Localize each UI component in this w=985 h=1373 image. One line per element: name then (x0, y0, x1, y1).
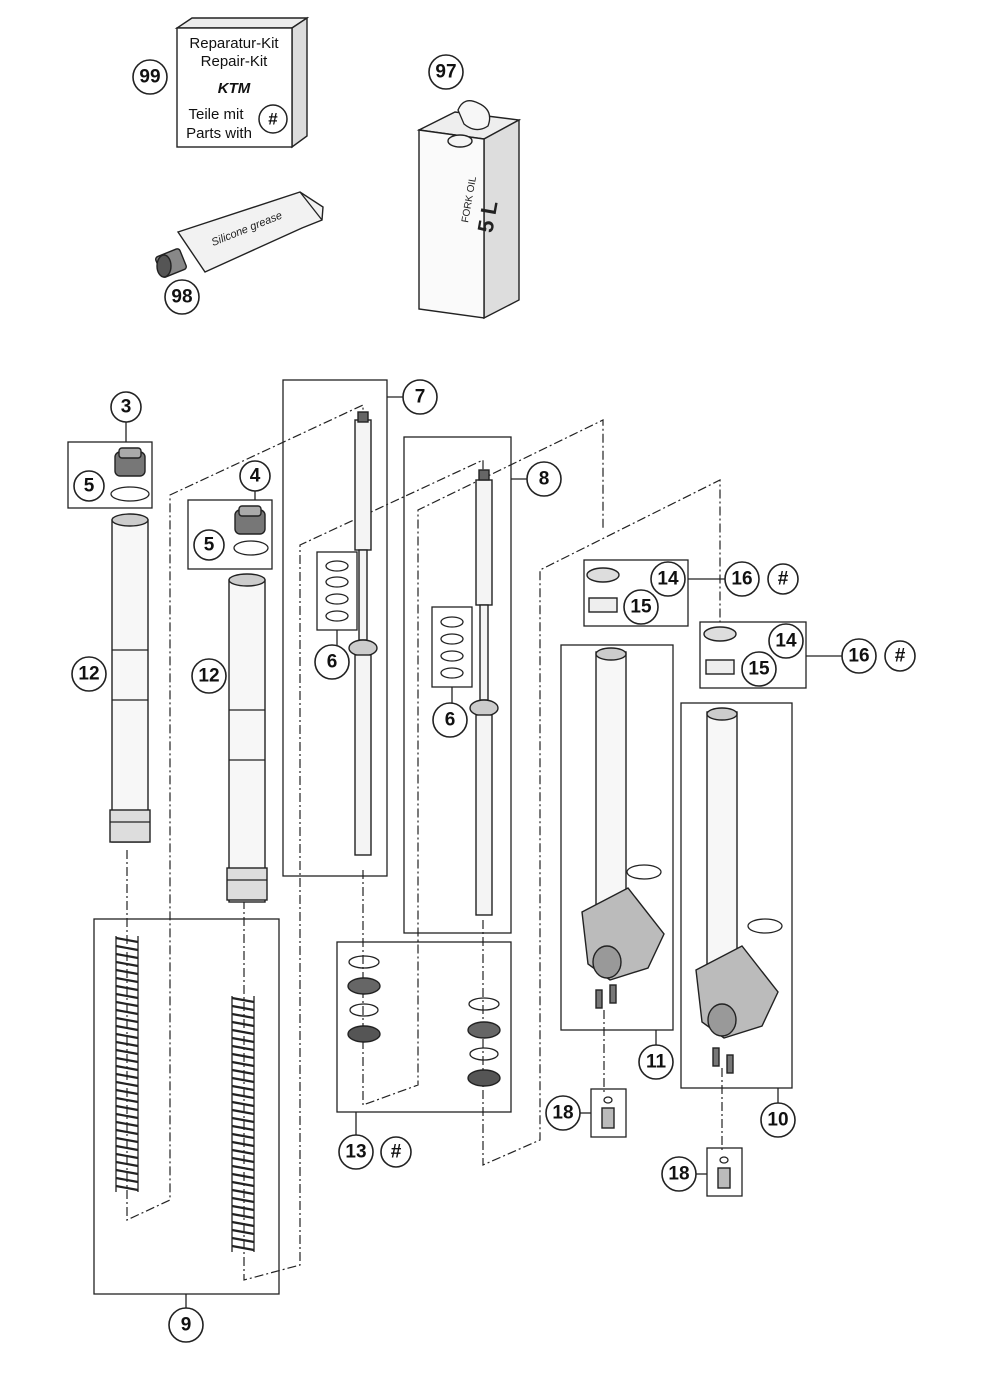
callout-11: 11 (638, 1044, 674, 1080)
kit-line1: Reparatur-Kit (189, 35, 279, 52)
callout-5-b: 5 (193, 529, 225, 561)
springs (115, 936, 255, 1252)
callout-16-b: 16 (841, 638, 877, 674)
fork-caps (110, 447, 269, 556)
leader-lines (125, 396, 842, 1308)
callout-4: 4 (239, 460, 271, 492)
callout-18-a: 18 (545, 1095, 581, 1131)
callout-12-a: 12 (71, 656, 107, 692)
svg-text:98: 98 (171, 287, 192, 308)
callout-16-a-hash: # (767, 563, 799, 595)
callout-8: 8 (526, 461, 562, 497)
svg-text:16: 16 (731, 569, 752, 590)
callout-6-b: 6 (432, 702, 468, 738)
svg-text:4: 4 (250, 466, 261, 487)
svg-text:10: 10 (767, 1110, 788, 1131)
svg-text:6: 6 (445, 710, 456, 731)
callout-18-b: 18 (661, 1156, 697, 1192)
svg-text:11: 11 (646, 1052, 667, 1073)
callout-13-hash: # (380, 1136, 412, 1168)
svg-text:97: 97 (435, 62, 456, 83)
callout-3: 3 (110, 391, 142, 423)
svg-text:18: 18 (668, 1164, 689, 1185)
group-boxes (67, 379, 807, 1295)
callout-15-b: 15 (741, 651, 777, 687)
svg-text:#: # (778, 569, 789, 590)
bleed-screws (601, 1096, 731, 1189)
callout-14-a: 14 (650, 561, 686, 597)
bushings (586, 567, 737, 675)
svg-text:3: 3 (121, 397, 132, 418)
svg-text:#: # (895, 646, 906, 667)
svg-text:13: 13 (345, 1142, 366, 1163)
callout-6-a: 6 (314, 644, 350, 680)
callout-9: 9 (168, 1307, 204, 1343)
ktm-logo: KTM (218, 80, 251, 97)
svg-text:5: 5 (204, 535, 215, 556)
callout-99: 99 (132, 59, 168, 95)
svg-text:9: 9 (181, 1315, 192, 1336)
kit-line2: Repair-Kit (201, 53, 269, 70)
svg-text:15: 15 (748, 659, 770, 680)
callout-10: 10 (760, 1102, 796, 1138)
callout-16-a: 16 (724, 561, 760, 597)
svg-text:14: 14 (657, 569, 679, 590)
callout-7: 7 (402, 379, 438, 415)
fork-oil-can: FORK OIL 5 L (416, 100, 522, 320)
callout-97: 97 (428, 54, 464, 90)
callout-12-b: 12 (191, 658, 227, 694)
can-volume: 5 L (473, 199, 503, 235)
inner-tubes (581, 647, 783, 1074)
kit-line4: Parts with (186, 125, 252, 142)
kit-line3: Teile mit (188, 106, 244, 123)
cartridges (348, 411, 499, 916)
svg-text:5: 5 (84, 476, 95, 497)
repair-kit-box: Reparatur-Kit Repair-Kit KTM Teile mit P… (174, 16, 310, 149)
svg-text:12: 12 (78, 664, 99, 685)
callout-5-a: 5 (73, 470, 105, 502)
svg-text:15: 15 (630, 597, 652, 618)
callout-16-b-hash: # (884, 640, 916, 672)
svg-text:#: # (391, 1142, 402, 1163)
assembly-lines (126, 404, 723, 1281)
seal-rings (325, 560, 464, 679)
svg-text:6: 6 (327, 652, 338, 673)
callout-14-b: 14 (768, 623, 804, 659)
svg-text:16: 16 (848, 646, 869, 667)
seal-kit-parts (347, 955, 501, 1087)
svg-text:12: 12 (198, 666, 219, 687)
kit-hash: # (268, 110, 278, 129)
svg-text:14: 14 (775, 631, 797, 652)
svg-text:7: 7 (415, 387, 426, 408)
callouts: 99 97 98 3 5 4 5 7 8 6 6 12 12 14 15 16 … (71, 54, 916, 1343)
svg-text:99: 99 (139, 67, 160, 88)
svg-text:18: 18 (552, 1103, 573, 1124)
callout-98: 98 (164, 279, 200, 315)
svg-text:8: 8 (539, 469, 550, 490)
callout-13: 13 (338, 1134, 374, 1170)
grease-tube: Silicone grease (155, 191, 324, 278)
outer-tubes (109, 513, 268, 903)
callout-15-a: 15 (623, 589, 659, 625)
